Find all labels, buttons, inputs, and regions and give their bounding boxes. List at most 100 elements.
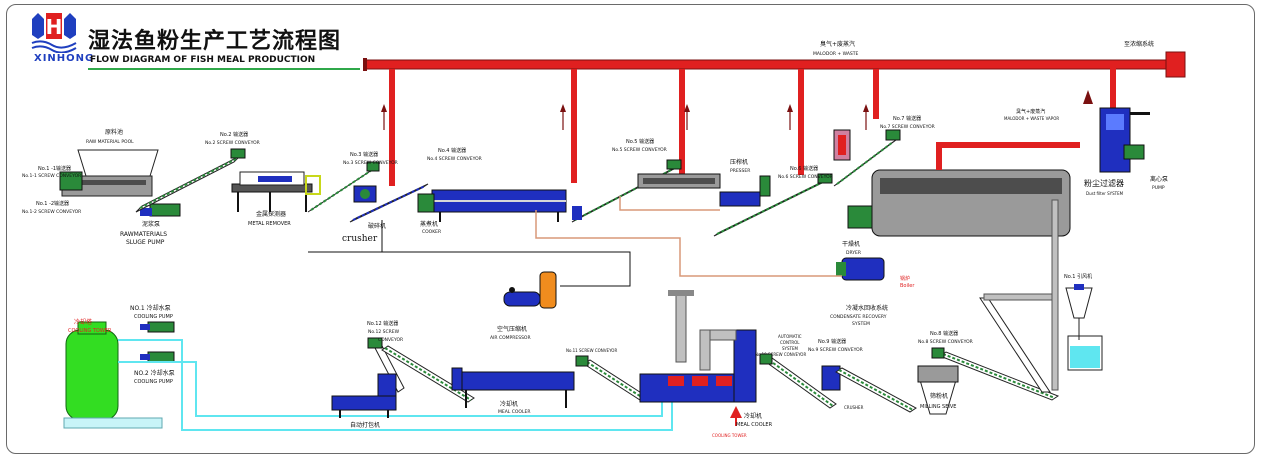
no5-label-cn: No.5 输送器 — [626, 138, 654, 145]
no12-label-cn: No.12 输送器 — [367, 320, 398, 327]
packer-label-cn: 自动打包机 — [350, 421, 380, 429]
exhaust-fan-cyclone — [1051, 199, 1103, 391]
metal-label-cn: 金属探测器 — [256, 210, 286, 218]
sludge-label-en2: SLUGE PUMP — [126, 239, 165, 246]
cooker — [417, 189, 567, 222]
control-label-en2: CONTROL — [780, 340, 800, 345]
no8-label-en: No.8 SCREW CONVEYOR — [918, 339, 973, 345]
screw-conveyor-no5 — [571, 159, 682, 223]
screw-conveyor-no2 — [135, 148, 246, 213]
no6-label-en: No.6 SCREW CONVEYOR — [778, 174, 833, 180]
tower-label-en: COOLING TOWER — [68, 328, 112, 334]
vent-arrows — [381, 90, 1093, 130]
dryer — [847, 142, 1080, 237]
boiler-label-cn: 锅炉 — [900, 275, 910, 282]
title-underline — [88, 68, 360, 70]
condensate-label-cn: 冷凝水回收系统 — [846, 304, 888, 312]
vapor-label-cn: 臭气+废蒸汽 — [1016, 108, 1045, 115]
no12-label-en2: CONVEYOR — [378, 337, 403, 343]
logo-letter: H — [46, 15, 63, 39]
meal-cooler-center — [451, 367, 575, 408]
crusher2-label-en: CRUSHER — [844, 405, 864, 410]
raw-pool-label-en: RAW MATERIAL POOL — [86, 139, 134, 145]
sieve-label-en: MILLING SEIVE — [920, 404, 956, 410]
sieve-label-cn: 筛粉机 — [930, 392, 948, 400]
no2-label-en: No.2 SCREW CONVEYOR — [205, 140, 260, 146]
screw-conveyor-no9-lower — [835, 367, 917, 413]
cooling-tower — [63, 321, 163, 429]
page-title: 湿法鱼粉生产工艺流程图 — [88, 28, 342, 54]
malodor-label-en: MALODOR + WASTE — [813, 51, 859, 57]
screw-conveyor-no4-lower — [349, 183, 429, 223]
no1-2-label-en: No.1-2 SCREW CONVEYOR — [22, 209, 81, 215]
vapor-label-en: MALODOR + WASTE VAPOR — [1004, 116, 1059, 121]
auto-packer — [331, 373, 397, 418]
to-concentration-label: 至浓缩系统 — [1124, 40, 1154, 48]
fan-label-cn: No.1 引风机 — [1064, 273, 1092, 280]
no7-label-cn: No.7 输送器 — [893, 115, 921, 122]
xinhong-logo-icon: H — [31, 13, 77, 53]
mealcooler-label-en: MEAL COOLER — [498, 409, 530, 415]
no11-label-en: No.11 SCREW CONVEYOR — [566, 348, 617, 353]
pump1-label-cn: NO.1 冷却水泵 — [130, 304, 171, 312]
condensate-label-en1: CONDENSATE RECOVERY — [830, 314, 887, 320]
screw-conveyor-no11 — [575, 355, 647, 401]
cooling-pump-no2 — [140, 351, 175, 363]
control-label-en3: SYSTEM — [782, 346, 798, 351]
sludge-pump — [140, 203, 181, 217]
dust-filter-system — [1099, 107, 1150, 173]
air-compressor — [503, 271, 557, 309]
metal-label-en: METAL REMOVER — [248, 221, 291, 227]
cooling-pump-no1 — [140, 321, 175, 333]
no9-label-en: No.9 SCREW CONVEYOR — [808, 347, 863, 353]
cooker-label-en: COOKER — [422, 229, 441, 235]
pump1-label-en: COOLING PUMP — [134, 314, 173, 320]
milling-sieve — [917, 365, 959, 415]
cooker-label-cn: 蒸煮机 — [420, 220, 438, 228]
control-label-en1: AUTOMATIC — [778, 334, 802, 339]
centrifugal-label-cn: 离心泵 — [1150, 175, 1168, 183]
no3-label-cn: No.3 输送器 — [350, 151, 378, 158]
crusher-label-cn: 破碎机 — [368, 222, 386, 230]
control-lines — [308, 220, 631, 287]
no2-label-cn: No.2 输送器 — [220, 131, 248, 138]
presser-label-cn: 压榨机 — [730, 158, 748, 166]
cooler2-label-en: MEAL COOLER — [736, 422, 773, 428]
cooler2-label-cn: 冷却机 — [744, 412, 762, 420]
no12-label-en1: No.12 SCREW — [368, 329, 400, 335]
pump2-label-cn: NO.2 冷却水泵 — [134, 369, 175, 377]
screw-conveyor-no6 — [713, 173, 833, 237]
metal-remover — [231, 171, 321, 212]
sludge-label-en1: RAWMATERIALS — [120, 231, 167, 238]
no1-1-label-cn: No.1 -1输送器 — [38, 165, 71, 172]
screw-conveyor-no9 — [759, 353, 841, 409]
crusher — [353, 185, 377, 203]
steam-risers — [389, 69, 879, 186]
cooler-red-note — [730, 406, 742, 426]
no1-2-label-cn: No.1 -2输送器 — [36, 200, 69, 207]
screw-conveyor-no8 — [931, 293, 1060, 401]
presser-label-en: PRESSER — [730, 168, 750, 174]
no1-1-label-en: No.1-1 SCREW CONVEYOR — [22, 173, 81, 179]
no4-label-en: No.4 SCREW CONVEYOR — [427, 156, 482, 162]
boiler-label-en: Boiler — [900, 283, 915, 289]
dryer-label-cn: 干燥机 — [842, 240, 860, 248]
mealcooler-label-cn: 冷却机 — [500, 400, 518, 408]
raw-pool-label-cn: 原料池 — [105, 128, 123, 136]
dust-label-cn: 粉尘过滤器 — [1084, 178, 1124, 188]
dryer-label-en: DRYER — [846, 250, 861, 256]
no5-label-en: No.5 SCREW CONVEYOR — [612, 147, 667, 153]
presser — [637, 173, 771, 207]
tower-label-cn: 冷却塔 — [74, 318, 92, 326]
steam-header-pipe — [363, 51, 1186, 108]
condensate-return-line — [535, 196, 842, 277]
pump2-label-en: COOLING PUMP — [134, 379, 173, 385]
air-label-cn: 空气压缩机 — [497, 325, 527, 333]
no4-label-cn: No.4 输送器 — [438, 147, 466, 154]
screw-conveyor-no3 — [307, 161, 380, 213]
red-small-label: COOLING TOWER — [712, 433, 747, 438]
sludge-label-cn: 泥浆泵 — [142, 220, 160, 228]
screw-conveyor-no7 — [833, 129, 901, 187]
malodor-label-cn: 臭气+废蒸汽 — [820, 40, 855, 48]
